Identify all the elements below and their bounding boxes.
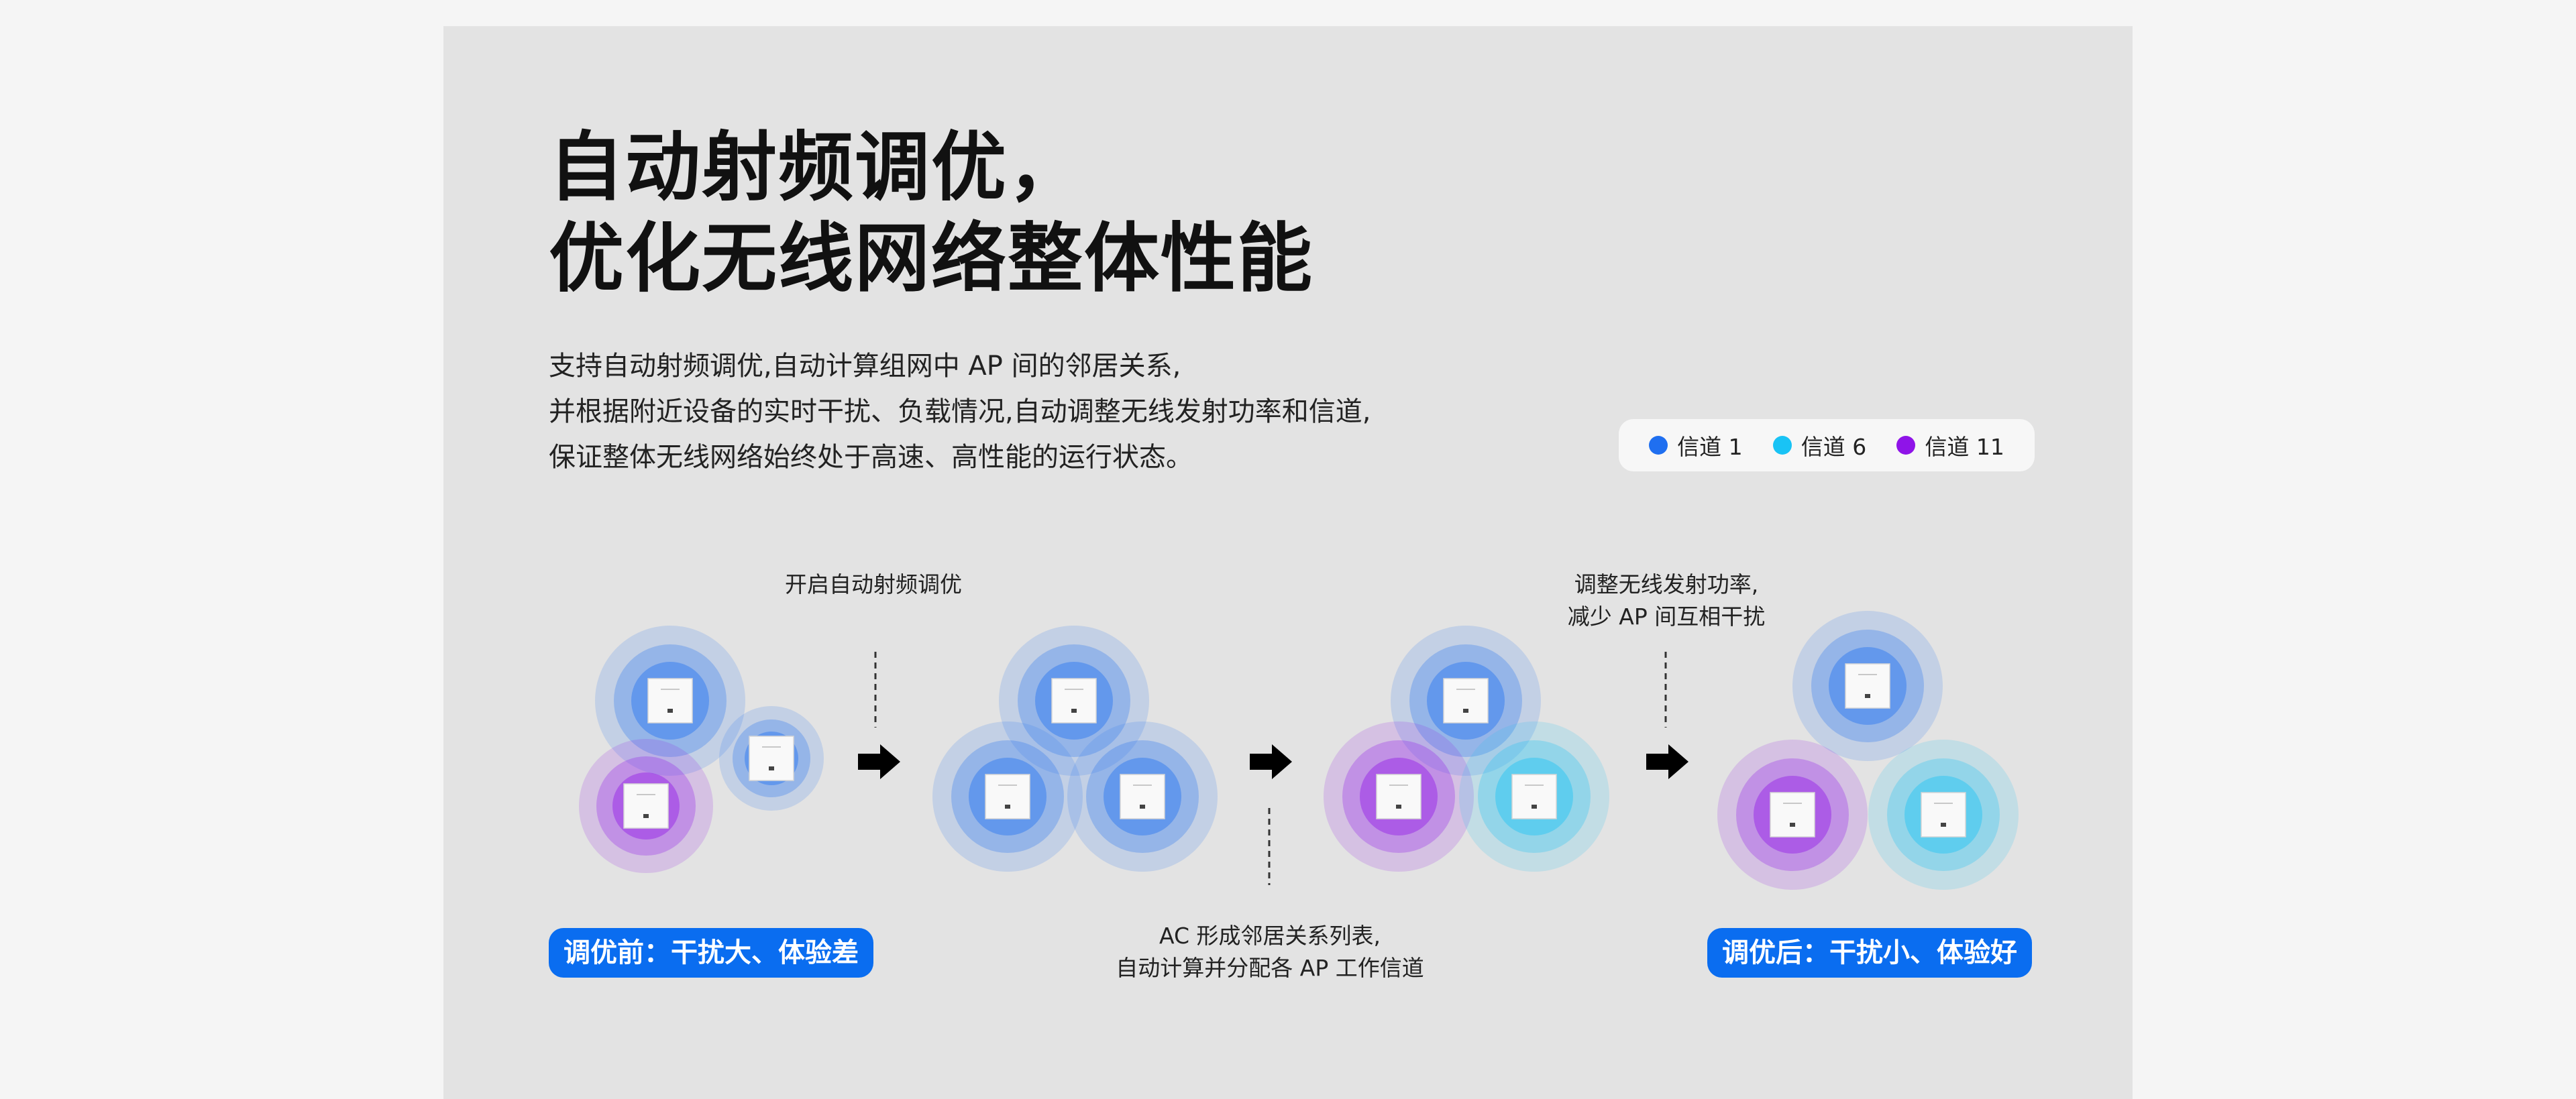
- ap-device-icon: [985, 774, 1030, 819]
- ap-device-icon: [648, 679, 692, 723]
- arrow-right-icon: [1646, 744, 1688, 779]
- ap-device-icon: [1052, 679, 1096, 723]
- channels-assigned-group: [1324, 626, 1609, 872]
- ap-device-icon: [749, 736, 794, 780]
- assignment-group: [932, 626, 1218, 872]
- ap-device-icon: [1921, 793, 1966, 837]
- ap-device-icon: [1770, 793, 1815, 837]
- ap-device-icon: [1377, 774, 1421, 819]
- after-group: [1717, 611, 2019, 890]
- before-group: [579, 626, 824, 873]
- arrow-right-icon: [858, 744, 900, 779]
- ap-device-icon: [1120, 774, 1165, 819]
- ap-device-icon: [1444, 679, 1488, 723]
- arrow-right-icon: [1250, 744, 1292, 779]
- ap-device-icon: [1512, 774, 1556, 819]
- ap-device-icon: [624, 784, 668, 828]
- ap-device-icon: [1845, 664, 1890, 708]
